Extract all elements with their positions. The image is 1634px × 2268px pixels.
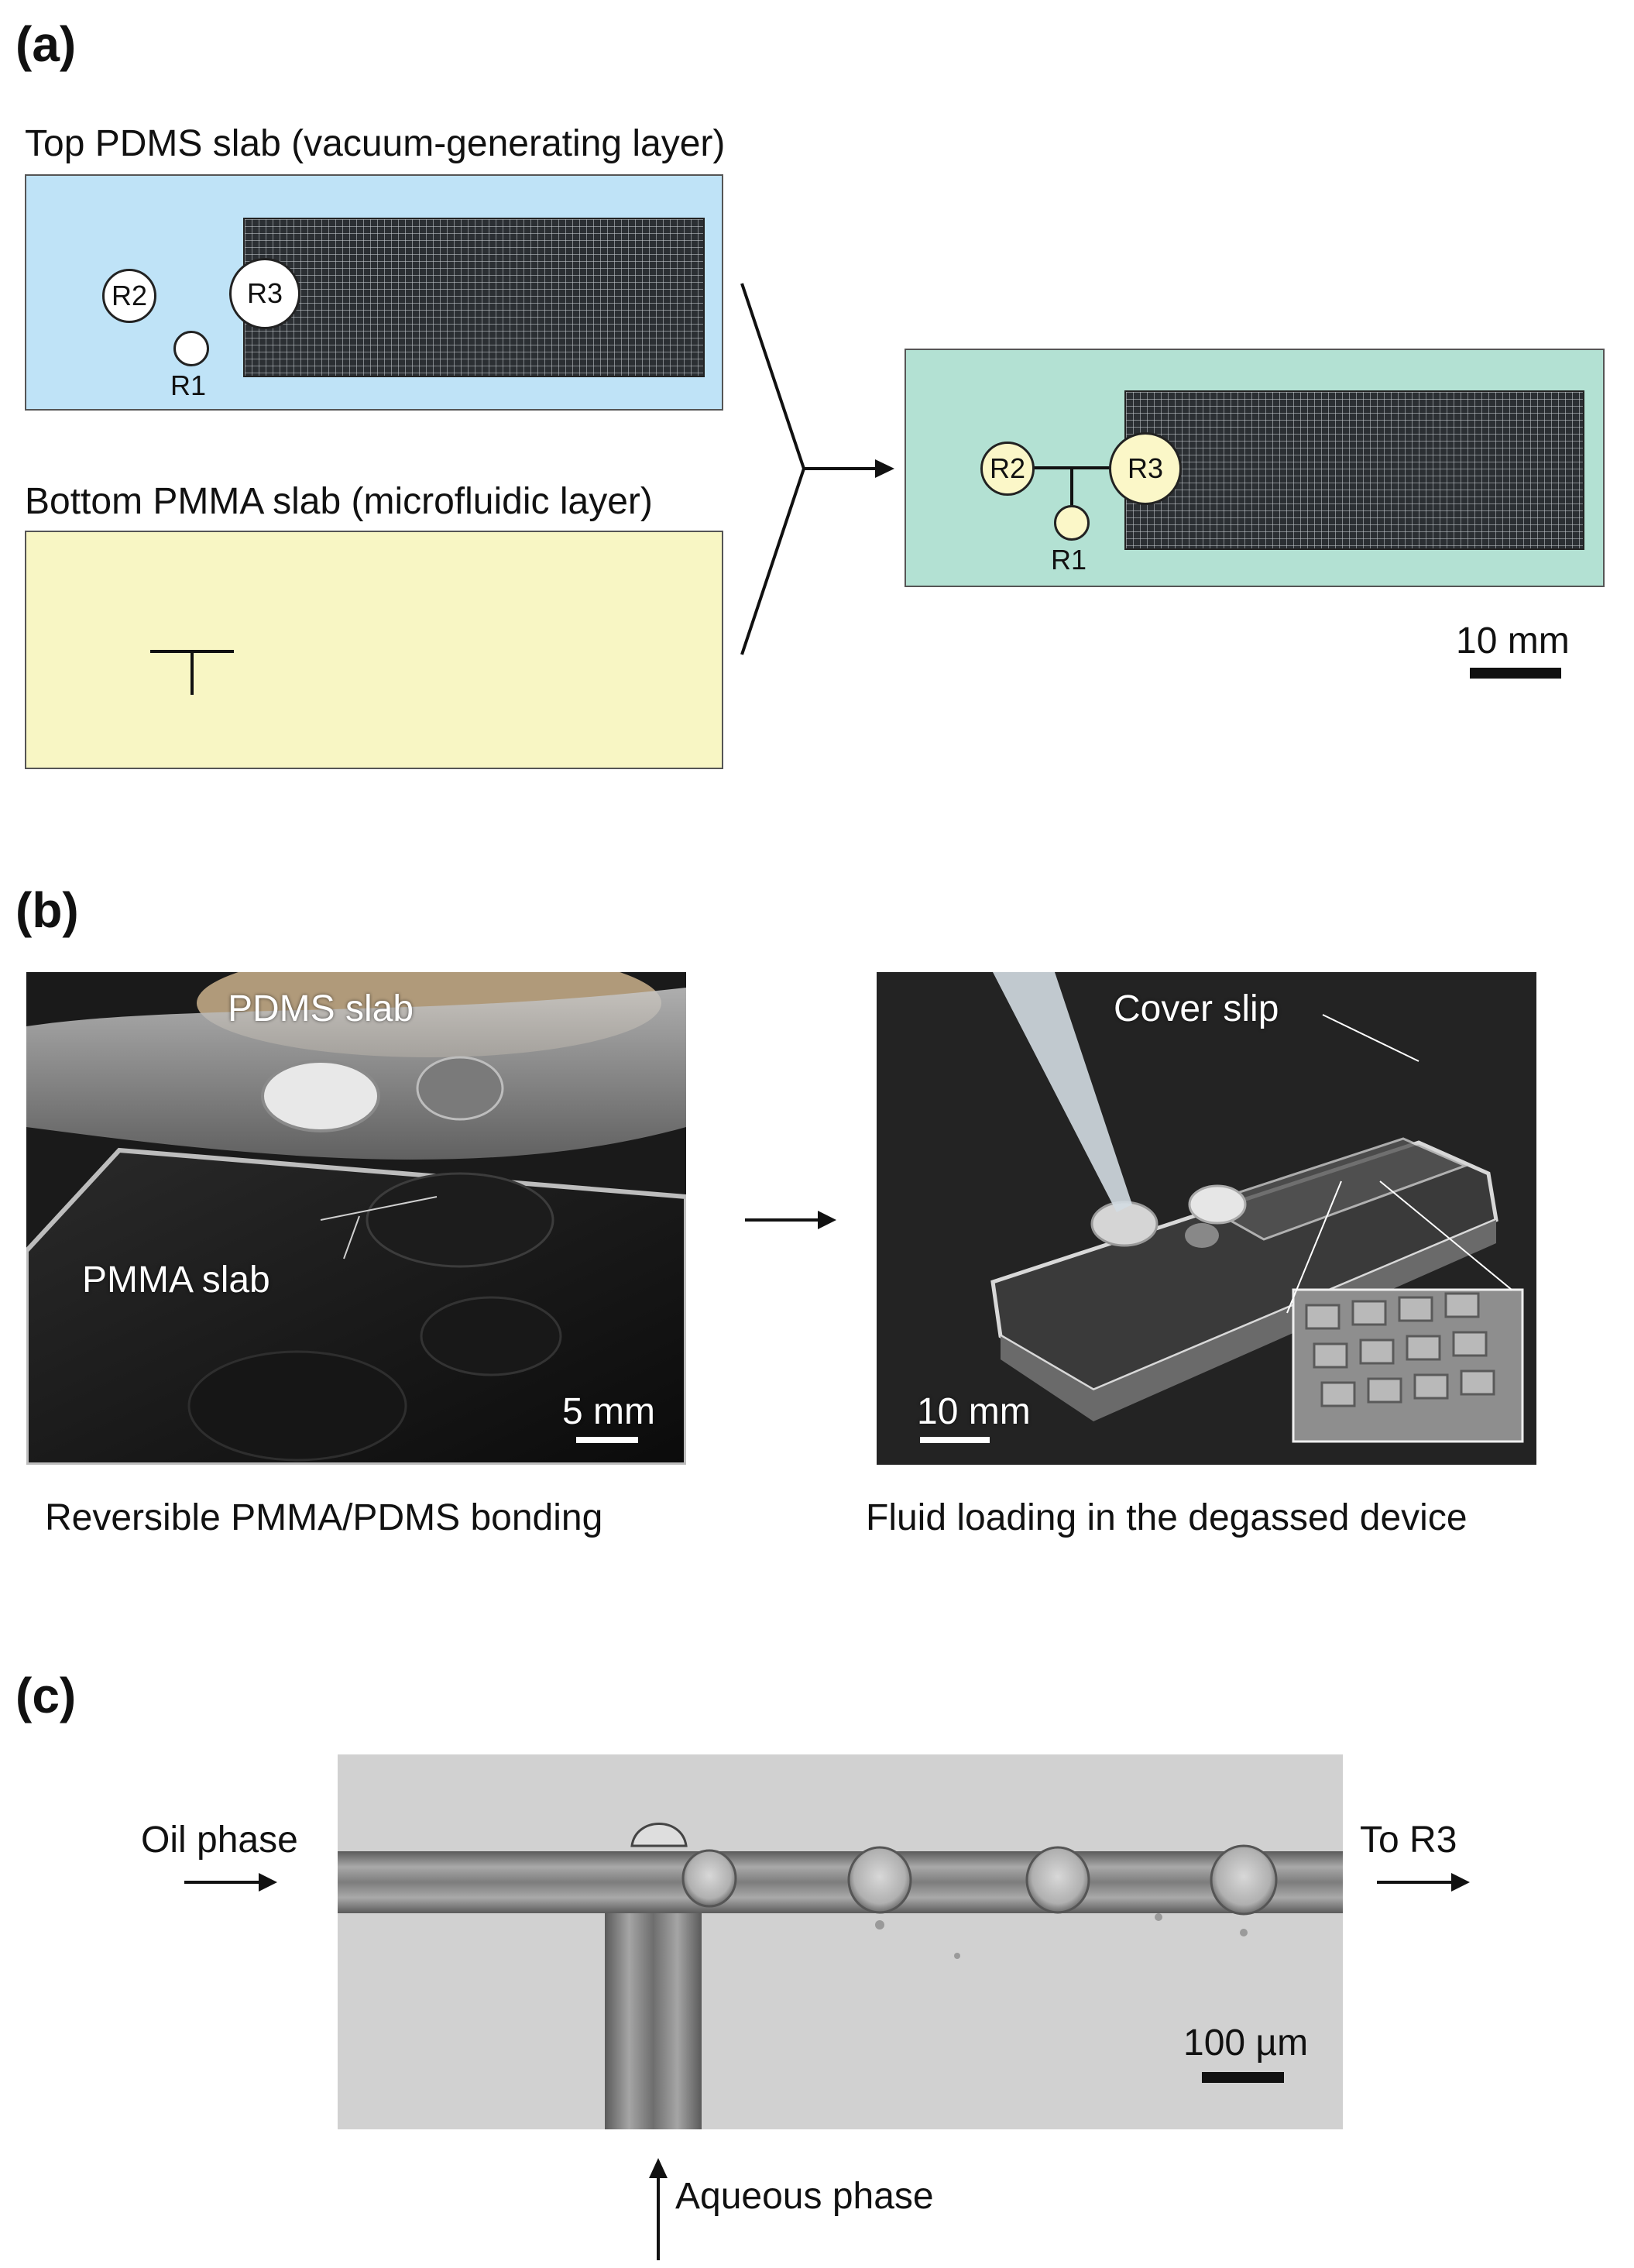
micrograph-illustration xyxy=(338,1754,1343,2129)
loading-caption: Fluid loading in the degassed device xyxy=(866,1497,1468,1538)
reservoir-r2-top: R2 xyxy=(102,269,156,323)
scale-bar-b-left-label: 5 mm xyxy=(562,1391,655,1432)
scale-bar-c xyxy=(1202,2072,1284,2083)
device-photo-illustration xyxy=(877,972,1536,1465)
assembled-pillar-array xyxy=(1124,390,1584,550)
pmma-slab-diagram xyxy=(25,531,723,769)
top-slab-title: Top PDMS slab (vacuum-generating layer) xyxy=(25,123,726,164)
reservoir-r3-label: R3 xyxy=(246,277,283,309)
loading-arrow xyxy=(745,1211,836,1229)
pdms-pillar-array xyxy=(243,218,705,377)
reservoir-r2-assembled-label: R2 xyxy=(989,452,1026,484)
pdms-pmma-bonding-photo: PDMS slab PMMA slab 5 mm xyxy=(26,972,686,1465)
scale-bar-b-left xyxy=(576,1437,638,1443)
assembly-arrow xyxy=(740,283,894,655)
reservoir-r3-assembled: R3 xyxy=(1109,432,1182,505)
pdms-slab-diagram: R2 R3 R1 xyxy=(25,174,723,411)
scale-bar-b-right-label: 10 mm xyxy=(917,1391,1031,1432)
aqueous-phase-label: Aqueous phase xyxy=(675,2176,934,2217)
scale-bar-a xyxy=(1470,668,1561,679)
to-r3-label: To R3 xyxy=(1360,1820,1457,1861)
to-r3-arrow xyxy=(1377,1873,1470,1892)
reservoir-r1-assembled xyxy=(1054,505,1090,541)
reservoir-r1-top-label: R1 xyxy=(170,369,207,401)
bonding-caption: Reversible PMMA/PDMS bonding xyxy=(45,1497,603,1538)
oil-phase-label: Oil phase xyxy=(141,1820,298,1861)
panel-c-label: (c) xyxy=(15,1668,77,1723)
pmma-slab-label: PMMA slab xyxy=(82,1259,270,1301)
scale-bar-b-right xyxy=(920,1437,990,1443)
assembled-device-diagram: R2 R3 R1 xyxy=(905,349,1605,587)
aqueous-phase-arrow xyxy=(649,2158,668,2260)
reservoir-r3-assembled-label: R3 xyxy=(1127,452,1164,484)
degassed-device-photo: Cover slip 10 mm xyxy=(877,972,1536,1465)
cover-slip-label: Cover slip xyxy=(1114,988,1279,1029)
pdms-slab-label: PDMS slab xyxy=(228,988,414,1029)
reservoir-r1-top xyxy=(173,331,209,366)
panel-a-label: (a) xyxy=(15,16,77,72)
t-junction-micrograph: 100 µm xyxy=(338,1754,1343,2129)
oil-phase-arrow xyxy=(184,1873,277,1892)
bonding-photo-illustration xyxy=(26,972,686,1465)
t-junction-channel xyxy=(150,650,234,695)
reservoir-r3-top: R3 xyxy=(229,258,300,329)
scale-bar-c-label: 100 µm xyxy=(1183,2022,1309,2064)
panel-b-label: (b) xyxy=(15,882,79,938)
reservoir-r2-label: R2 xyxy=(111,280,148,311)
reservoir-r1-assembled-label: R1 xyxy=(1051,544,1087,576)
reservoir-r2-assembled: R2 xyxy=(980,442,1035,496)
scale-bar-a-label: 10 mm xyxy=(1456,620,1570,662)
bottom-slab-title: Bottom PMMA slab (microfluidic layer) xyxy=(25,481,653,522)
